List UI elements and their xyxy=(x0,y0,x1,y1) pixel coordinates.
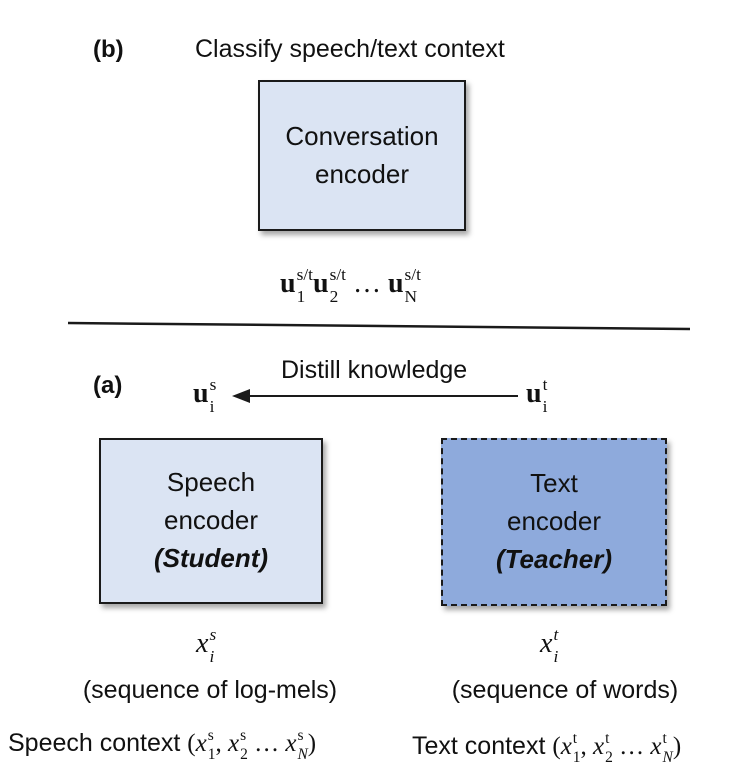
text-encoder-line1: Text xyxy=(530,468,578,499)
text-input-caption: (sequence of words) xyxy=(451,676,679,704)
distill-arrow-head xyxy=(232,389,250,403)
tc-ellipsis: … xyxy=(619,733,645,760)
panel-b-label: (b) xyxy=(93,36,124,63)
teacher-vector-sup: t xyxy=(542,375,548,395)
u1-symbol: u xyxy=(280,268,296,299)
speech-input-sup: s xyxy=(209,625,217,645)
tc-sup-1: t xyxy=(572,729,578,747)
speech-input-caption: (sequence of log-mels) xyxy=(82,676,338,704)
panel-b-title: Classify speech/text context xyxy=(195,35,505,63)
tc-sup-2: t xyxy=(605,729,610,747)
u2-sup: s/t xyxy=(329,265,346,285)
tc-sup-n: t xyxy=(662,729,667,747)
speech-input-x: x xyxy=(196,628,209,659)
speech-context-prefix: Speech context xyxy=(8,729,181,757)
u2-sub: 2 xyxy=(329,286,339,306)
u2-symbol: u xyxy=(312,268,329,299)
sc-sup-n: s xyxy=(297,726,304,744)
text-input-sub: i xyxy=(553,646,559,666)
speech-encoder-box: Speech encoder (Student) xyxy=(99,438,323,604)
sc-sup-1: s xyxy=(207,726,214,744)
sc-ellipsis: … xyxy=(254,730,280,757)
student-vector-sub: i xyxy=(209,396,215,416)
sc-sup-2: s xyxy=(240,726,247,744)
sc-sub-1: 1 xyxy=(207,746,216,764)
text-context-prefix: Text context xyxy=(412,732,546,760)
speech-encoder-line1: Speech xyxy=(166,467,256,498)
u1-sup: s/t xyxy=(296,265,313,285)
uN-sub: N xyxy=(404,286,418,306)
distill-knowledge-label: Distill knowledge xyxy=(281,356,468,384)
text-input-sup: t xyxy=(553,625,559,645)
student-vector-symbol: u xyxy=(193,378,209,409)
sc-sub-n: N xyxy=(297,746,308,764)
speech-input-sub: i xyxy=(209,646,215,666)
conversation-encoder-line1: Conversation xyxy=(285,120,439,151)
student-vector-sup: s xyxy=(209,375,217,395)
text-encoder-box: Text encoder (Teacher) xyxy=(441,438,667,606)
teacher-vector-sub: i xyxy=(542,396,548,416)
speech-encoder-line2: encoder xyxy=(164,505,258,536)
student-role-label: (Student) xyxy=(153,542,269,573)
panel-a-label: (a) xyxy=(93,372,123,399)
text-input-x: x xyxy=(540,628,553,659)
teacher-vector-symbol: u xyxy=(526,378,542,409)
text-encoder-line2: encoder xyxy=(507,506,601,537)
u1-sub: 1 xyxy=(296,286,306,306)
tc-sub-1: 1 xyxy=(572,749,581,767)
uN-sup: s/t xyxy=(404,265,421,285)
tc-sub-2: 2 xyxy=(605,749,613,767)
vector-ellipsis: … xyxy=(352,268,381,299)
tc-sub-n: N xyxy=(662,749,673,767)
conversation-encoder-line2: encoder xyxy=(315,158,409,189)
conversation-encoder-box: Conversation encoder xyxy=(258,80,466,231)
uN-symbol: u xyxy=(387,268,404,299)
teacher-role-label: (Teacher) xyxy=(495,543,613,574)
sc-sub-2: 2 xyxy=(240,746,248,764)
